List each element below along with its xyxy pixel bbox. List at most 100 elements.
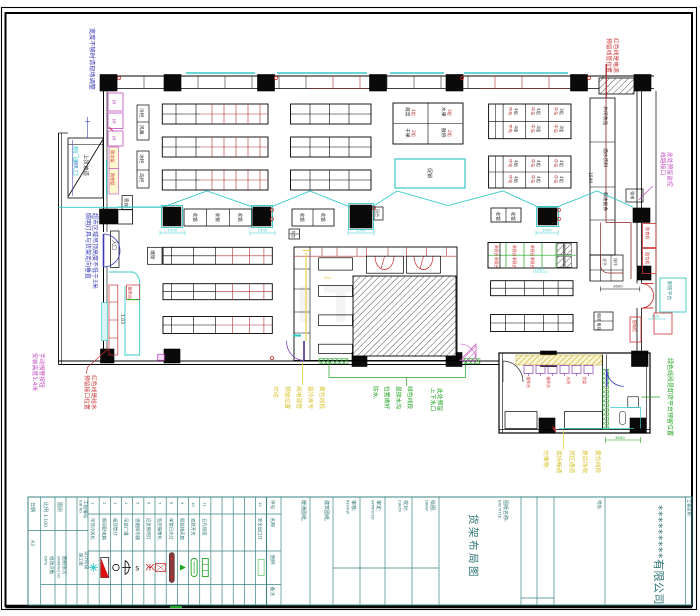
freezer-box-label: 冷柜: [138, 108, 145, 118]
checkout-label: 收银: [510, 212, 517, 222]
checkout-cyan-frame: [348, 203, 374, 230]
island-cell-label: 中岛: [507, 107, 514, 115]
magenta-arc: [459, 343, 477, 361]
hook-rect: [583, 365, 594, 374]
annotation-annotations-red_topright-line: 红色线是电源: [612, 38, 620, 73]
annotation-annotations-green_mid-line: 防水.: [372, 386, 380, 400]
tb-legend-name: 双联开关: [190, 518, 197, 536]
tb-legend-no: 3: [113, 502, 118, 505]
tb-legend-no: 9: [180, 502, 185, 505]
tb-title-label-en: JOB TITLE: [498, 499, 503, 519]
downlight-icon: [112, 563, 120, 572]
column-top: [99, 74, 118, 92]
backroom-row-label: 水池: [566, 377, 571, 385]
tube-dot: [170, 575, 173, 578]
annotation-annotations-magenta_right: 此处预留监控 线路接口: [659, 152, 674, 187]
shelf-row-south-a: [162, 283, 273, 301]
column-right-lower: [636, 265, 652, 281]
island-cell-label2: 4组: [536, 176, 542, 183]
annotation-annotations-red_sw: 红色线是给水 预留接口位置: [83, 375, 98, 410]
tb-label-en: DATE: [44, 556, 48, 566]
checkout-cyan-frame: [251, 205, 273, 228]
green-leader: [328, 362, 407, 386]
red-mark: [270, 356, 274, 360]
red-zigzag-mark: [552, 426, 557, 432]
dim-1500: 1500: [168, 228, 178, 233]
red-box-label: 面包柜: [644, 252, 651, 265]
right-wall-red-boxes: 熟食柜 面包柜: [642, 223, 657, 275]
green-hatch-partition: [602, 369, 610, 430]
annotation-annotations-red_topright-line: 预留线管位置: [605, 38, 613, 73]
checkout-label: 收银: [299, 213, 306, 223]
annotation-annotations-yellow_sw-line: 黄色线段: [318, 386, 326, 409]
cyan-bench: [101, 302, 108, 341]
elevator-label: 电梯: [597, 323, 603, 331]
red-box-hotcase: [642, 223, 657, 249]
produce-label: 蔬菜: [404, 107, 411, 117]
fresh-label: 果蔬台: [512, 257, 517, 269]
green-block-dark-cell: [556, 255, 564, 268]
right-exit-door: 卸货平台 600: [641, 277, 687, 320]
annotation-annotations-yellow_se-line: 勿堆物.: [542, 450, 550, 469]
shelf-row-south-a: [162, 246, 273, 265]
tb-legend-rowlabel: 备注: [269, 587, 276, 597]
shelf-row-north-b: [290, 136, 372, 158]
tb-legend-no: 5: [135, 502, 140, 505]
tb-legend-name: 应急照明灯: [145, 518, 152, 541]
annotation-annotations-yellow_sw-line: 用电源管: [295, 386, 303, 409]
annotation-annotations-magenta_left-line: 手动报警按钮: [38, 353, 46, 388]
annotation-annotations-cyan_left: 侧门出入口: [71, 146, 79, 176]
checkout-station: [252, 206, 272, 227]
exit-door-arc: [641, 283, 654, 296]
annotation-annotations-red_sw-line: 红色线是给水: [90, 375, 98, 410]
annotation-annotations-yellow_se-line: 黄色线段: [594, 450, 602, 473]
small-box-label: 寄存: [123, 198, 130, 207]
tb-title-label: 图纸名称:: [502, 500, 509, 522]
freezer-box: [136, 150, 150, 189]
annotation-annotations-yellow_sw-line: 勿动.: [272, 386, 280, 400]
checkout-cyan-frame: [536, 206, 559, 227]
snowflake-icon: [90, 564, 97, 571]
annotation-annotations-green_mid2-line: 此处预留: [436, 388, 444, 411]
checkout-counter: [183, 208, 253, 227]
dim-1500: 1500: [542, 228, 552, 233]
red-circuit-line2: [606, 222, 632, 279]
tb-legend-no: 11: [202, 502, 207, 507]
service-label: 服务台: [127, 287, 134, 300]
annotation-annotations-green_right-line: 绿色线段是卸货平台预留位置: [666, 358, 674, 436]
cold-room-outline: [293, 246, 458, 361]
top-wall-shelving: [116, 76, 604, 89]
door-arc: [103, 233, 121, 251]
produce-label-red: 3组: [447, 109, 453, 116]
sheet-border: [0, 6, 698, 611]
island-cell-label2: 3组: [559, 108, 565, 115]
island-cell-label2: 3组: [559, 125, 565, 132]
promo-outline: [394, 158, 466, 189]
red-mark: [270, 217, 274, 221]
tb-legend-name: 照明配电箱: [100, 518, 107, 541]
annotation-annotations-magenta_right-line: 此处预留监控: [666, 152, 674, 187]
island-cell-label2: 4组: [514, 176, 520, 183]
red-mark: [270, 208, 274, 212]
cold-room: 500: [286, 246, 458, 361]
tb-legend-name: 五孔插座: [201, 518, 208, 536]
column-mid-left: [99, 208, 119, 225]
annotations: 宽度不够时请现场调整 侧门出入口 超市区域吊顶高度不低于3米 照明灯具与货架走向…: [31, 28, 674, 473]
tb-legend-no: 8: [169, 502, 174, 505]
island-cell-label: 中岛: [530, 124, 537, 132]
annotation-annotations-red_sw-line: 预留接口位置: [83, 375, 91, 410]
checkout-band: 收银 收银 收银 收银 收银 收银 收银 班台 存包 1500 1500 150…: [58, 190, 634, 240]
freezer-door-tick: [419, 256, 424, 270]
red-leader-sw: [85, 348, 109, 375]
camera-icon-diag: [155, 563, 166, 572]
column-top: [369, 74, 387, 92]
ramp-outline: [67, 137, 104, 199]
column-top: [163, 74, 182, 92]
tb-legend-no: 2: [102, 502, 107, 505]
emergency-icon: Ж: [145, 564, 154, 574]
green-block-cap: [487, 242, 501, 269]
tube-dot: [170, 557, 173, 560]
checkout-label: 收银: [320, 213, 327, 223]
door-arc: [103, 250, 121, 268]
